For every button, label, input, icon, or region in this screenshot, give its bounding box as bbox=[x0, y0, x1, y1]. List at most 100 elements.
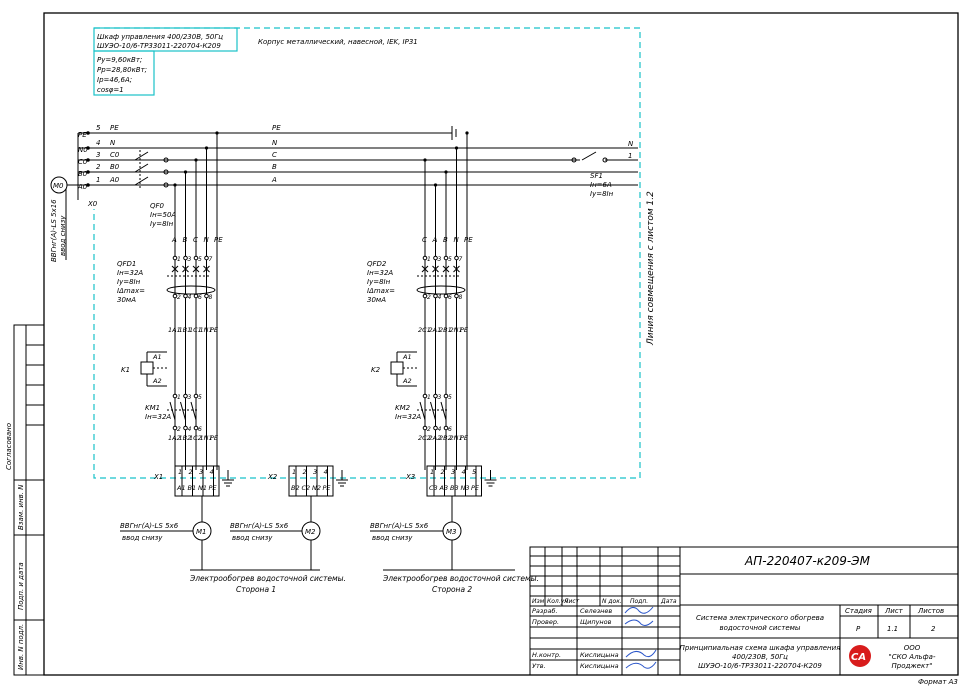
terminal-num: 1 bbox=[292, 468, 296, 476]
stamp-agreed: Согласовано bbox=[5, 423, 13, 470]
km-top-num: 3 bbox=[438, 394, 442, 401]
main-label-pe: PE bbox=[272, 124, 281, 132]
x0-label: X0 bbox=[87, 200, 98, 208]
out-label: 2B2 bbox=[439, 434, 452, 442]
km-name: KM1 bbox=[145, 404, 160, 412]
terminal-label: PE bbox=[323, 484, 332, 492]
stage-head: Стадия bbox=[845, 607, 872, 615]
sheet-value: 1.1 bbox=[887, 625, 898, 633]
term-b0-left: B0 bbox=[78, 170, 88, 178]
cabinet-title-line1: Шкаф управления 400/230В, 50Гц bbox=[97, 33, 223, 41]
sheet-title-1: Принципиальная схема шкафа управления bbox=[680, 644, 841, 652]
svg-text:СА: СА bbox=[851, 652, 866, 663]
km-top-num: 3 bbox=[188, 394, 192, 401]
input-entry-label: ввод снизу bbox=[59, 215, 67, 256]
terminal-label: C2 bbox=[302, 484, 311, 492]
terminal-label: B3 bbox=[450, 484, 459, 492]
contactor-coil bbox=[390, 361, 404, 375]
terminal-num: 4 bbox=[210, 468, 214, 476]
feeder-group-2: C2C12C2A2A12A2B2B12B2N2N12N1PEPEPE123456… bbox=[367, 131, 473, 470]
sf1-name: SF1 bbox=[590, 172, 603, 180]
bus-label-n: N bbox=[110, 139, 116, 147]
qfd-top-num: 5 bbox=[448, 256, 452, 263]
km-top-num: 1 bbox=[427, 394, 431, 401]
km-top-num: 1 bbox=[177, 394, 181, 401]
term-num-1: 1 bbox=[96, 176, 100, 184]
motor-label: M3 bbox=[446, 528, 457, 536]
km-bot-num: 6 bbox=[198, 426, 202, 433]
enclosure-label: Корпус металлический, навесной, IEK, IP3… bbox=[258, 38, 418, 46]
hdr-ndok: N док. bbox=[602, 598, 622, 605]
role-approve: Утв. bbox=[532, 662, 546, 670]
sheets-head: Листов bbox=[917, 607, 944, 615]
link-line-label: Линия совмещения с листом 1.2 bbox=[646, 191, 656, 346]
out-label: 1B2 bbox=[179, 434, 192, 442]
qfd-bot-num: 8 bbox=[209, 294, 213, 301]
terminal-num: 4 bbox=[324, 468, 328, 476]
km-top-num: 5 bbox=[448, 394, 452, 401]
sf1-term-n: N bbox=[628, 140, 634, 148]
role-norm: Н.контр. bbox=[532, 651, 561, 659]
mid-label: 1C1 bbox=[189, 326, 202, 334]
phase-head: C bbox=[193, 236, 198, 244]
out-label: 1A2 bbox=[168, 434, 181, 442]
qfd-param: IΔmax= bbox=[117, 287, 145, 295]
terminal-num: 5 bbox=[472, 468, 476, 476]
qfd-param: Iу=8Iн bbox=[117, 278, 141, 286]
qf0-name: QF0 bbox=[150, 202, 165, 210]
cabinet-title-box bbox=[93, 27, 238, 52]
term-num-3: 3 bbox=[96, 151, 100, 159]
motor-entry: ввод снизу bbox=[372, 534, 413, 542]
phase-head: B bbox=[183, 236, 188, 244]
input-cable-label: ВВГнг(А)-LS 5х16 bbox=[50, 199, 58, 262]
terminal-block-name: X1 bbox=[153, 473, 163, 481]
bus-junction bbox=[215, 131, 219, 135]
mid-label: 1A1 bbox=[168, 326, 181, 334]
stage-value: Р bbox=[856, 625, 861, 633]
phase-head: PE bbox=[464, 236, 473, 244]
qfd-top-num: 3 bbox=[438, 256, 442, 263]
param-pr: Pр=28,80кВт; bbox=[97, 66, 147, 74]
terminal-num: 3 bbox=[199, 468, 203, 476]
param-pu: Pу=9,60кВт; bbox=[97, 56, 142, 64]
format-label: Формат А3 bbox=[918, 678, 958, 686]
qf0-breaker bbox=[134, 150, 169, 190]
main-label-n: N bbox=[272, 139, 278, 147]
x0-terminals bbox=[86, 131, 90, 187]
main-label-a: A bbox=[271, 176, 277, 184]
qfd-bot-num: 2 bbox=[427, 294, 431, 301]
qfd-top-num: 1 bbox=[177, 256, 181, 263]
phase-head: B bbox=[443, 236, 448, 244]
terminal-label: C3 bbox=[429, 484, 438, 492]
km-bot-num: 2 bbox=[427, 426, 431, 433]
km-rating: Iн=32А bbox=[395, 413, 421, 421]
term-num-2: 2 bbox=[96, 163, 101, 171]
signatures bbox=[624, 606, 657, 669]
terminal-block-name: X3 bbox=[405, 473, 415, 481]
terminal-label: PE bbox=[209, 484, 218, 492]
qfd-name: QFD1 bbox=[117, 260, 136, 268]
bus-junction bbox=[465, 131, 469, 135]
term-num-5: 5 bbox=[96, 124, 101, 132]
name-dev: Селезнев bbox=[580, 607, 612, 615]
stamp-sign-date: Подп. и дата bbox=[17, 562, 25, 610]
motor-entry: ввод снизу bbox=[122, 534, 163, 542]
bus-label-a0: A0 bbox=[109, 176, 120, 184]
sf1-breaker bbox=[571, 151, 638, 163]
company-logo: СА bbox=[849, 645, 871, 667]
bus-junction bbox=[194, 158, 198, 162]
bus-junction bbox=[173, 183, 177, 187]
qfd-param: Iу=8Iн bbox=[367, 278, 391, 286]
qfd-bot-num: 4 bbox=[188, 294, 192, 301]
load2-line1: Электрообогрев водосточной системы. bbox=[382, 574, 539, 583]
name-check: Щипунов bbox=[580, 618, 612, 626]
qfd-top-num: 7 bbox=[459, 256, 463, 263]
name-norm: Кислицына bbox=[580, 651, 619, 659]
rcd-toroid bbox=[416, 285, 466, 295]
km-bot-num: 6 bbox=[448, 426, 452, 433]
out-label: 1N1 bbox=[200, 434, 213, 442]
terminal-num: 4 bbox=[462, 468, 466, 476]
